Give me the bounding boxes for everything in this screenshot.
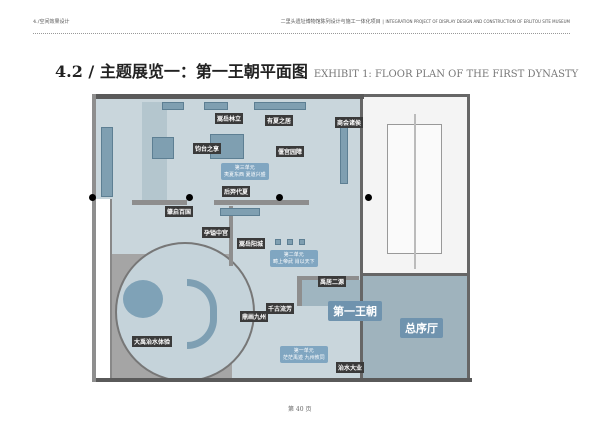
south-wall	[92, 378, 472, 382]
unit-subtitle: 夷夏东西 夏道兴盛	[224, 171, 266, 178]
project-title: 二里头遗址博物馆陈列设计与施工一体化项目 | INTEGRATION PROJE…	[280, 19, 571, 25]
partition-wall	[132, 200, 187, 205]
lobby-label: 总序厅	[400, 318, 443, 338]
floor-plan: 嵩岳林立 有夏之居 商会诸侯 钧台之享 偃宫园障 后羿代夏 肇启百国 孕镒中宫 …	[89, 94, 472, 386]
unit-2-label: 第二单元畴上帝武 肖以天下	[270, 250, 318, 267]
zone-label: 禹居二源	[318, 276, 347, 287]
section-label: 4./空间效果设计	[33, 19, 70, 25]
zone-label: 嵩岳阳城	[237, 238, 266, 249]
column	[276, 194, 283, 201]
partition-wall	[229, 206, 233, 266]
zone-label: 偃宫园障	[276, 146, 305, 157]
partition-wall	[297, 276, 302, 306]
column	[186, 194, 193, 201]
display-case	[152, 137, 174, 159]
side-corridor	[96, 199, 112, 379]
display-case	[254, 102, 306, 110]
zone-label: 大禹治水体验	[132, 336, 173, 347]
unit-title: 第三单元	[234, 165, 255, 171]
display-case	[101, 127, 113, 197]
north-wall	[92, 94, 364, 99]
zone-label: 治水大业	[336, 362, 365, 373]
zone-label: 有夏之居	[265, 115, 294, 126]
column	[365, 194, 372, 201]
zone-label: 嵩岳林立	[215, 113, 244, 124]
page-title-cn: 4.2 / 主题展览一：第一王朝平面图	[55, 62, 308, 81]
partition-wall	[214, 200, 309, 205]
unit-1-label: 第一单元茫茫禹迹 九州攸同	[280, 346, 328, 363]
unit-title: 第二单元	[283, 252, 304, 258]
unit-subtitle: 畴上帝武 肖以天下	[273, 258, 315, 265]
project-title-en: INTEGRATION PROJECT OF DISPLAY DESIGN AN…	[385, 19, 571, 24]
west-wall	[92, 94, 96, 382]
display-case	[275, 239, 281, 245]
page-number: 第 40 页	[288, 406, 312, 413]
main-hall-label: 第一王朝	[328, 301, 382, 321]
project-title-cn: 二里头遗址博物馆陈列设计与施工一体化项目	[280, 19, 381, 25]
page-title-en: EXHIBIT 1: FLOOR PLAN OF THE FIRST DYNAS…	[313, 69, 579, 80]
header-divider	[33, 33, 570, 34]
display-case	[340, 124, 348, 184]
display-case	[287, 239, 293, 245]
zone-label: 鼎画九州	[240, 311, 269, 322]
display-case	[204, 102, 228, 110]
zone-label: 千古流芳	[266, 303, 295, 314]
zone-label: 钧台之享	[193, 143, 222, 154]
display-case	[220, 208, 260, 216]
model-island	[123, 280, 163, 318]
page-title: 4.2 / 主题展览一：第一王朝平面图 EXHIBIT 1: FLOOR PLAN…	[55, 58, 578, 82]
zone-label: 孕镒中宫	[202, 227, 231, 238]
zone-label: 后羿代夏	[222, 186, 251, 197]
atrium-axis	[414, 114, 416, 269]
zone-label: 商会诸侯	[335, 117, 364, 128]
unit-3-label: 第三单元夷夏东西 夏道兴盛	[221, 163, 269, 180]
display-case	[299, 239, 305, 245]
zone-label: 肇启百国	[165, 206, 194, 217]
unit-title: 第一单元	[293, 348, 314, 354]
display-case	[162, 102, 184, 110]
unit-subtitle: 茫茫禹迹 九州攸同	[283, 354, 325, 361]
column	[89, 194, 96, 201]
